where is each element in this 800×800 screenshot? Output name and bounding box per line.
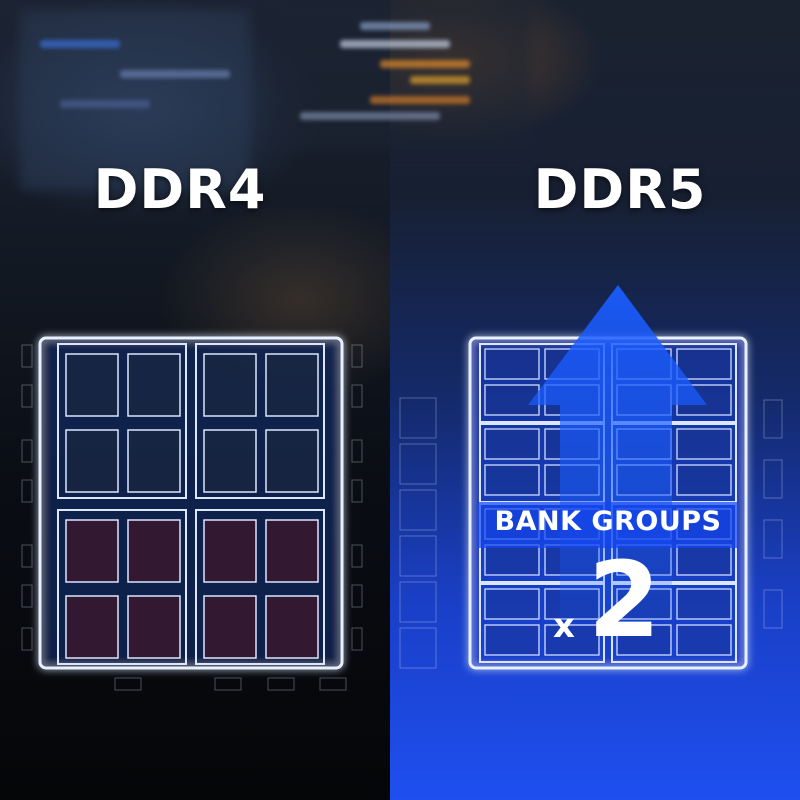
bank [484, 588, 540, 620]
pin [399, 581, 437, 623]
bank [676, 464, 732, 496]
code-line [360, 22, 430, 30]
pin [21, 544, 33, 568]
bank [544, 624, 600, 656]
ddr5-side-pins [399, 397, 783, 669]
ddr4-chip-outline [38, 336, 344, 670]
bank [127, 429, 181, 493]
bank [484, 384, 540, 416]
code-line [60, 100, 150, 108]
pin [214, 677, 242, 691]
pin [351, 627, 363, 651]
bank-group [57, 509, 187, 665]
bank-groups-badge-background [478, 502, 738, 548]
pin [399, 443, 437, 485]
pin [21, 439, 33, 463]
bank [676, 348, 732, 380]
pin [351, 584, 363, 608]
bank [203, 353, 257, 417]
bank [203, 595, 257, 659]
bank [484, 624, 540, 656]
bank [676, 428, 732, 460]
pin [763, 399, 783, 439]
bank [676, 624, 732, 656]
bank [676, 588, 732, 620]
code-line [120, 70, 230, 78]
pin [399, 397, 437, 439]
bank [265, 429, 319, 493]
pin [351, 439, 363, 463]
bank [265, 595, 319, 659]
pin [351, 384, 363, 408]
pin [351, 344, 363, 368]
bank-group [195, 343, 325, 499]
pin [21, 344, 33, 368]
code-line [340, 40, 450, 48]
pin [399, 535, 437, 577]
bank [484, 464, 540, 496]
bank [265, 519, 319, 583]
multiplier-value: 2 [588, 539, 661, 661]
code-line [380, 60, 470, 68]
bank [484, 544, 540, 576]
code-line [410, 76, 470, 84]
ddr4-chip [38, 336, 344, 670]
bank [484, 428, 540, 460]
bank [484, 348, 540, 380]
bank [676, 544, 732, 576]
bank [65, 429, 119, 493]
pin [21, 584, 33, 608]
bank [65, 353, 119, 417]
pin [763, 459, 783, 499]
pin [21, 384, 33, 408]
pin [319, 677, 347, 691]
bank [203, 519, 257, 583]
pin [351, 544, 363, 568]
bank [65, 519, 119, 583]
multiplier-prefix: x [553, 606, 575, 646]
bank [265, 353, 319, 417]
code-line [40, 40, 120, 48]
pin [763, 519, 783, 559]
pin [267, 677, 295, 691]
pin [114, 677, 142, 691]
bank-group [57, 343, 187, 499]
ddr4-side-pins [21, 344, 363, 691]
pin [399, 489, 437, 531]
bank [203, 429, 257, 493]
pin [399, 627, 437, 669]
ddr4-title: DDR4 [93, 158, 267, 221]
bank [616, 624, 672, 656]
pin [763, 589, 783, 629]
bank [65, 595, 119, 659]
code-line [300, 112, 440, 120]
pin [351, 479, 363, 503]
bank-group [195, 509, 325, 665]
pin [21, 479, 33, 503]
ddr5-title: DDR5 [533, 158, 707, 221]
bank [127, 595, 181, 659]
ddr4-bank-groups [57, 343, 325, 665]
bank-group [611, 583, 737, 663]
bank [127, 519, 181, 583]
bank-group [479, 583, 605, 663]
bank [127, 353, 181, 417]
code-line [370, 96, 470, 104]
pin [21, 627, 33, 651]
bank-groups-label: BANK GROUPS [494, 506, 722, 537]
